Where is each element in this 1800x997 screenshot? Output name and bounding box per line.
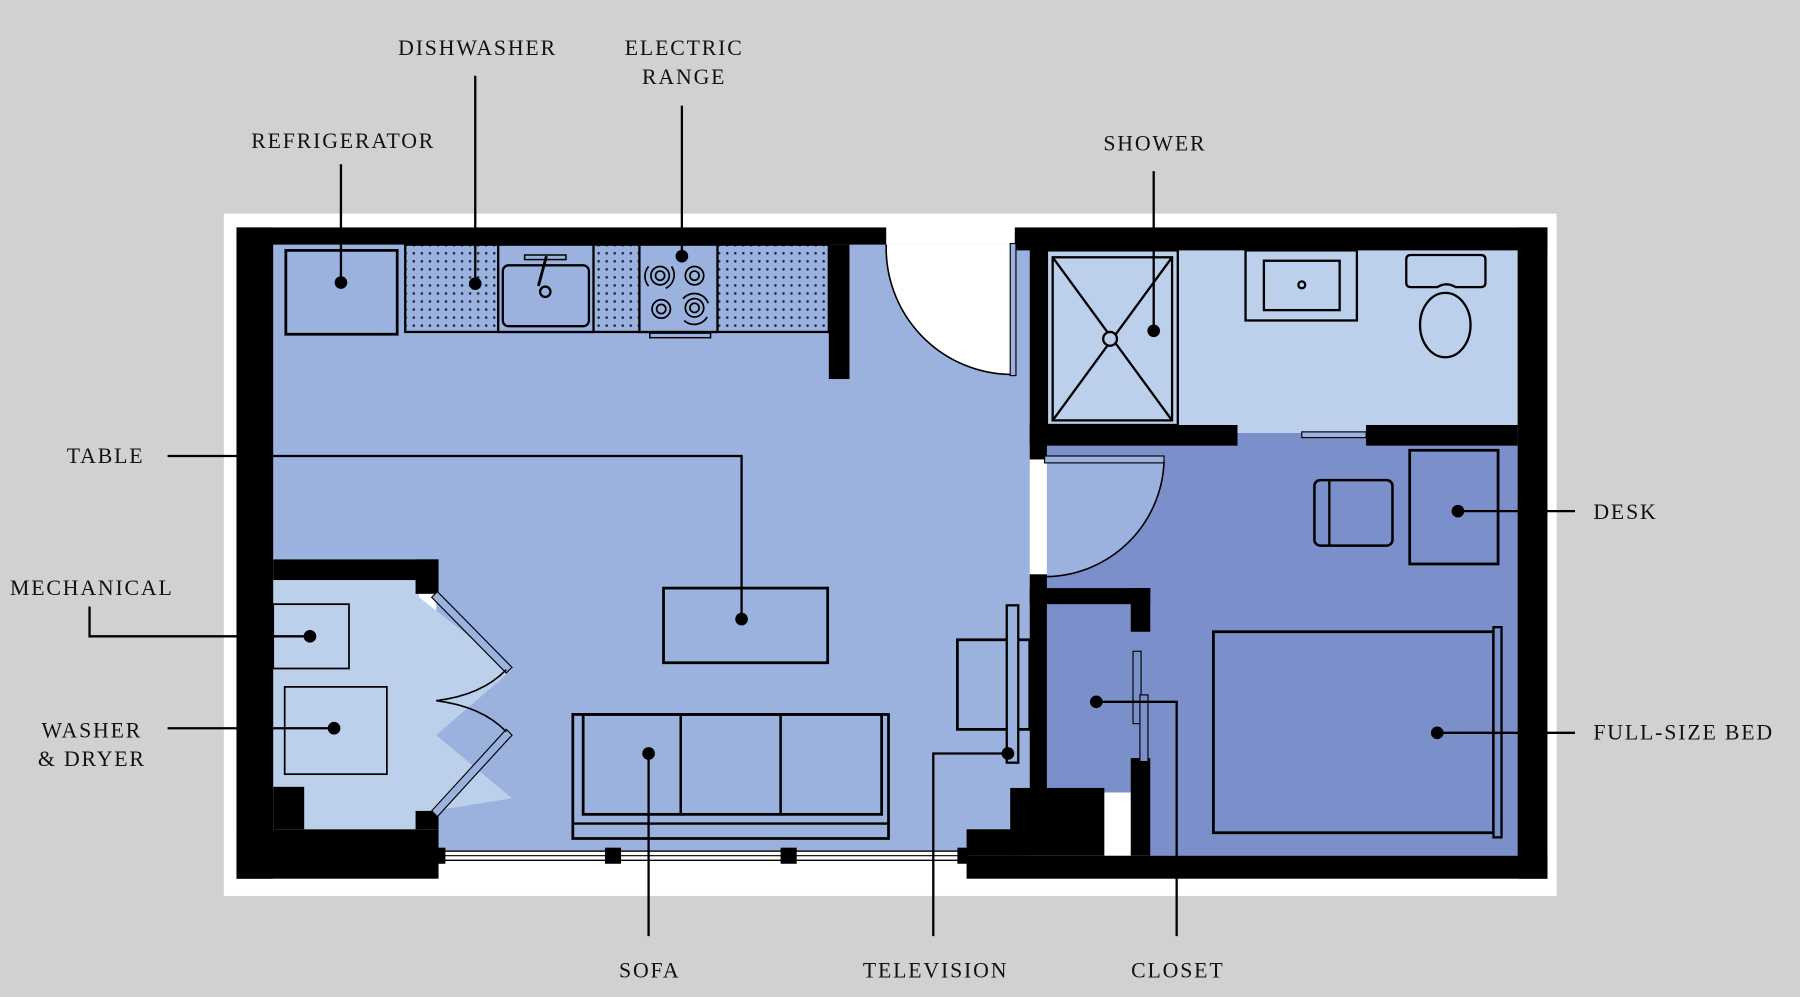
sofa <box>571 713 890 840</box>
desk <box>1408 448 1500 566</box>
shower <box>1045 249 1179 427</box>
leaders <box>88 75 1576 937</box>
label-washer-dryer-1: WASHER <box>42 718 143 742</box>
label-shower: SHOWER <box>1103 131 1206 155</box>
label-washer-dryer-2: & DRYER <box>38 747 146 771</box>
kitchen-counter <box>404 243 830 339</box>
label-electric-range-2: RANGE <box>642 65 726 89</box>
label-electric-range-1: ELECTRIC <box>625 36 744 60</box>
labels: REFRIGERATOR DISHWASHER ELECTRIC RANGE S… <box>10 36 1774 982</box>
television <box>956 604 1032 764</box>
doors <box>430 242 1367 818</box>
bedroom-door-swing <box>1046 457 1165 577</box>
window <box>433 847 969 864</box>
walls <box>236 227 1548 879</box>
bathroom-sink <box>1244 249 1359 322</box>
toilet <box>1405 253 1487 359</box>
label-full-size-bed: FULL-SIZE BED <box>1593 721 1774 745</box>
table <box>662 586 830 665</box>
label-mechanical: MECHANICAL <box>10 576 174 600</box>
label-refrigerator: REFRIGERATOR <box>251 129 435 153</box>
label-sofa: SOFA <box>619 958 680 982</box>
label-closet: CLOSET <box>1131 958 1224 982</box>
label-table: TABLE <box>67 444 145 468</box>
washer-dryer <box>283 686 388 776</box>
label-desk: DESK <box>1593 500 1657 524</box>
label-dishwasher: DISHWASHER <box>398 36 557 60</box>
entry-door-swing <box>886 244 1011 375</box>
bedroom-floor <box>1046 433 1518 856</box>
desk-chair <box>1313 478 1394 547</box>
label-television: TELEVISION <box>863 958 1008 982</box>
floors <box>273 244 1518 856</box>
mechanical-floor <box>273 580 512 830</box>
